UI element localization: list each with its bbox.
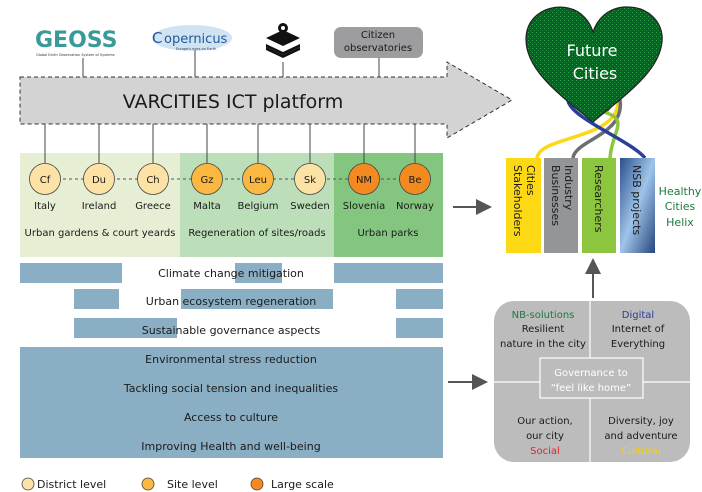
site-country: Malta [193,201,221,212]
quadrants-box: NB-solutions Resilient nature in the cit… [494,301,690,462]
challenge-label: Urban ecosystem regeneration [146,295,316,308]
site-country: Ireland [82,201,117,212]
legend: District level Site level Large scale [21,477,334,491]
svg-text:Global Earth Observation Syste: Global Earth Observation System of Syste… [36,53,115,57]
svg-text:Europe's eyes on Earth: Europe's eyes on Earth [176,47,216,51]
category-label: Regeneration of sites/roads [188,228,325,239]
svg-text:Everything: Everything [611,339,665,350]
category-label: Urban gardens & court yeards [25,228,176,239]
site-circle [137,163,169,195]
svg-text:Helix: Helix [666,216,694,229]
helix-columns: Cities Stakeholders Industry Businesses … [506,158,702,253]
svg-text:Industry: Industry [562,165,575,211]
category-label: Urban parks [357,228,418,239]
svg-text:Internet of: Internet of [612,324,665,335]
challenge-bars [20,263,443,458]
svg-text:“feel like home”: “feel like home” [551,383,631,394]
site-code: Sk [304,175,316,186]
svg-text:Stakeholders: Stakeholders [511,165,524,237]
site-country: Belgium [238,201,279,212]
site-circle [348,163,380,195]
site-circle [399,163,431,195]
challenge-label: Tackling social tension and inequalities [123,382,338,395]
column-researchers [582,158,616,253]
svg-text:Governance to: Governance to [554,368,628,379]
legend-district: District level [37,478,106,491]
svg-text:Cities: Cities [665,200,696,213]
site-circle [29,163,61,195]
legend-site: Site level [167,478,218,491]
site-country: Greece [135,201,171,212]
svg-text:opernicus: opernicus [164,32,228,47]
platform-arrow: VARCITIES ICT platform [19,61,513,139]
geoss-logo: GEOSS Global Earth Observation System of… [35,28,118,57]
platform-label: VARCITIES ICT platform [123,91,343,113]
svg-text:Future: Future [567,41,618,60]
challenge-label: Climate change mitigation [158,267,304,280]
svg-text:Cities: Cities [524,165,537,196]
svg-text:Digital: Digital [622,310,654,321]
site-code: Leu [249,175,267,186]
site-code: Cf [40,175,51,186]
svg-text:Our action,: Our action, [517,416,572,427]
site-code: NM [356,175,372,186]
svg-text:Social: Social [530,446,560,457]
challenge-label: Improving Health and well-being [141,440,320,453]
svg-text:Cities: Cities [573,64,618,83]
site-code: Gz [201,175,214,186]
svg-text:GEOSS: GEOSS [35,28,118,53]
site-circle [294,163,326,195]
column-industry [544,158,578,253]
map-layers-pin-icon [266,23,300,58]
svg-text:Cultural: Cultural [621,446,660,457]
site-country: Italy [34,201,56,212]
svg-text:Businesses: Businesses [549,165,562,226]
svg-text:our city: our city [526,431,564,442]
column-cities-stakeholders [506,158,541,253]
svg-text:C: C [152,29,162,47]
site-code: Ch [146,175,159,186]
future-cities-heart: Future Cities [525,6,663,123]
site-country: Norway [396,201,434,212]
challenge-label: Sustainable governance aspects [142,324,321,337]
site-country: Slovenia [343,201,386,212]
svg-text:NB-solutions: NB-solutions [512,310,575,321]
svg-text:and adventure: and adventure [604,431,677,442]
column-nsb-projects [620,158,655,253]
site-circle [191,163,223,195]
site-code: Be [408,175,421,186]
site-code: Du [92,175,106,186]
copernicus-logo: C opernicus Europe's eyes on Earth [152,25,232,51]
site-country: Sweden [290,201,330,212]
site-circle [242,163,274,195]
legend-large: Large scale [271,478,334,491]
logo-connectors [82,50,380,77]
svg-text:NSB projects: NSB projects [630,165,643,235]
helix-title: Healthy Cities Helix [659,185,702,229]
svg-text:nature in the city: nature in the city [500,339,586,350]
svg-text:Healthy: Healthy [659,185,702,198]
svg-text:Diversity, joy: Diversity, joy [608,416,674,427]
svg-text:Resilient: Resilient [522,324,565,335]
challenge-label: Access to culture [184,411,278,424]
challenge-label: Environmental stress reduction [145,353,317,366]
site-circle [83,163,115,195]
svg-text:Researchers: Researchers [592,165,605,233]
